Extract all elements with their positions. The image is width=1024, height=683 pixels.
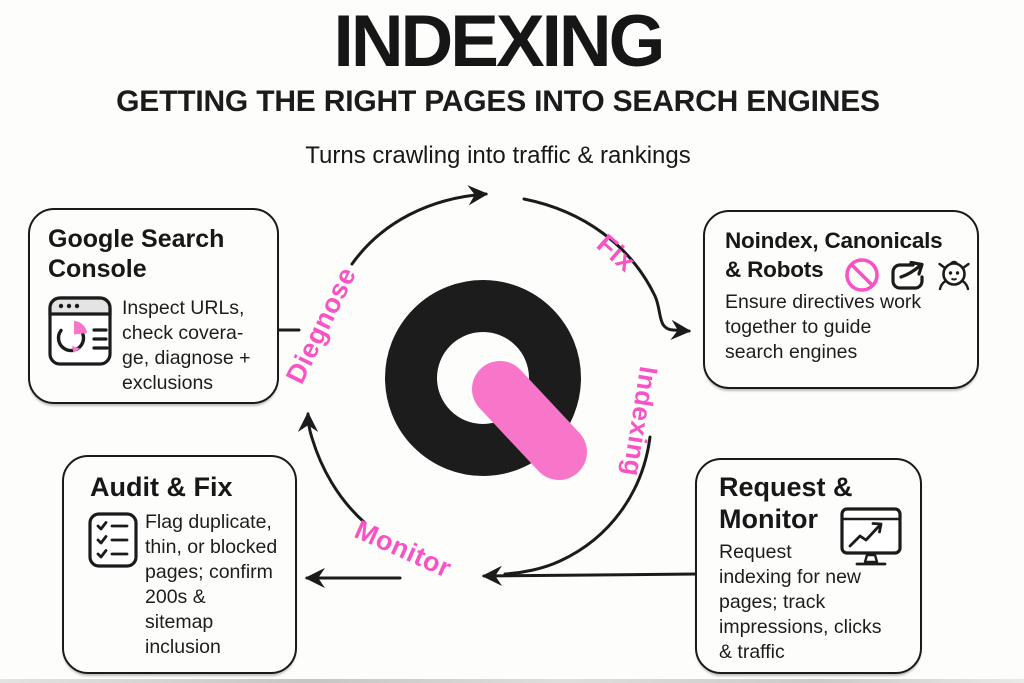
card-body: Flag duplicate, thin, or blocked pages; … — [145, 511, 278, 658]
noindex-icon-row — [844, 257, 972, 293]
card-title: Request & Monitor — [719, 472, 853, 534]
tagline: Turns crawling into traffic & rankings — [305, 142, 691, 169]
cycle-arc-left — [297, 411, 367, 525]
checklist-icon — [88, 512, 138, 568]
no-entry-icon — [845, 258, 879, 292]
q-logo-pink-pill — [472, 361, 587, 480]
monitor-chart-icon — [840, 507, 902, 566]
card-title: Audit & Fix — [90, 472, 233, 502]
q-logo — [385, 280, 587, 480]
card-body: Inspect URLs, check covera- ge, diagnose… — [122, 297, 251, 394]
card-body: Ensure directives work together to guide… — [725, 291, 922, 363]
card-body: Request indexing for new pages; track im… — [719, 541, 882, 663]
bottom-edge-artifact — [0, 679, 1024, 683]
q-logo-ring — [385, 280, 581, 476]
external-link-icon — [891, 260, 924, 290]
cycle-arc-top — [350, 185, 489, 266]
card-request-monitor: Request & Monitor Request indexing for n… — [695, 458, 922, 674]
card-title: Google Search Console — [48, 225, 225, 283]
browser-pie-chart-icon — [48, 296, 112, 366]
cycle-arc-indexing — [503, 435, 652, 576]
cycle-arc-fix — [522, 197, 692, 340]
cycle-line-from-request-card — [481, 565, 699, 586]
card-noindex-canonicals-robots: Noindex, Canonicals & Robots — [703, 210, 979, 389]
card-audit-fix: Audit & Fix Flag duplicate, thin, or blo… — [62, 455, 297, 674]
page-subtitle: GETTING THE RIGHT PAGES INTO SEARCH ENGI… — [116, 85, 880, 118]
robot-crawler-icon — [938, 260, 970, 291]
card-title: Noindex, Canonicals & Robots — [725, 228, 943, 282]
page-title: INDEXING — [333, 1, 666, 82]
card-google-search-console: Google Search Console Inspect URLs, chec… — [28, 208, 279, 404]
